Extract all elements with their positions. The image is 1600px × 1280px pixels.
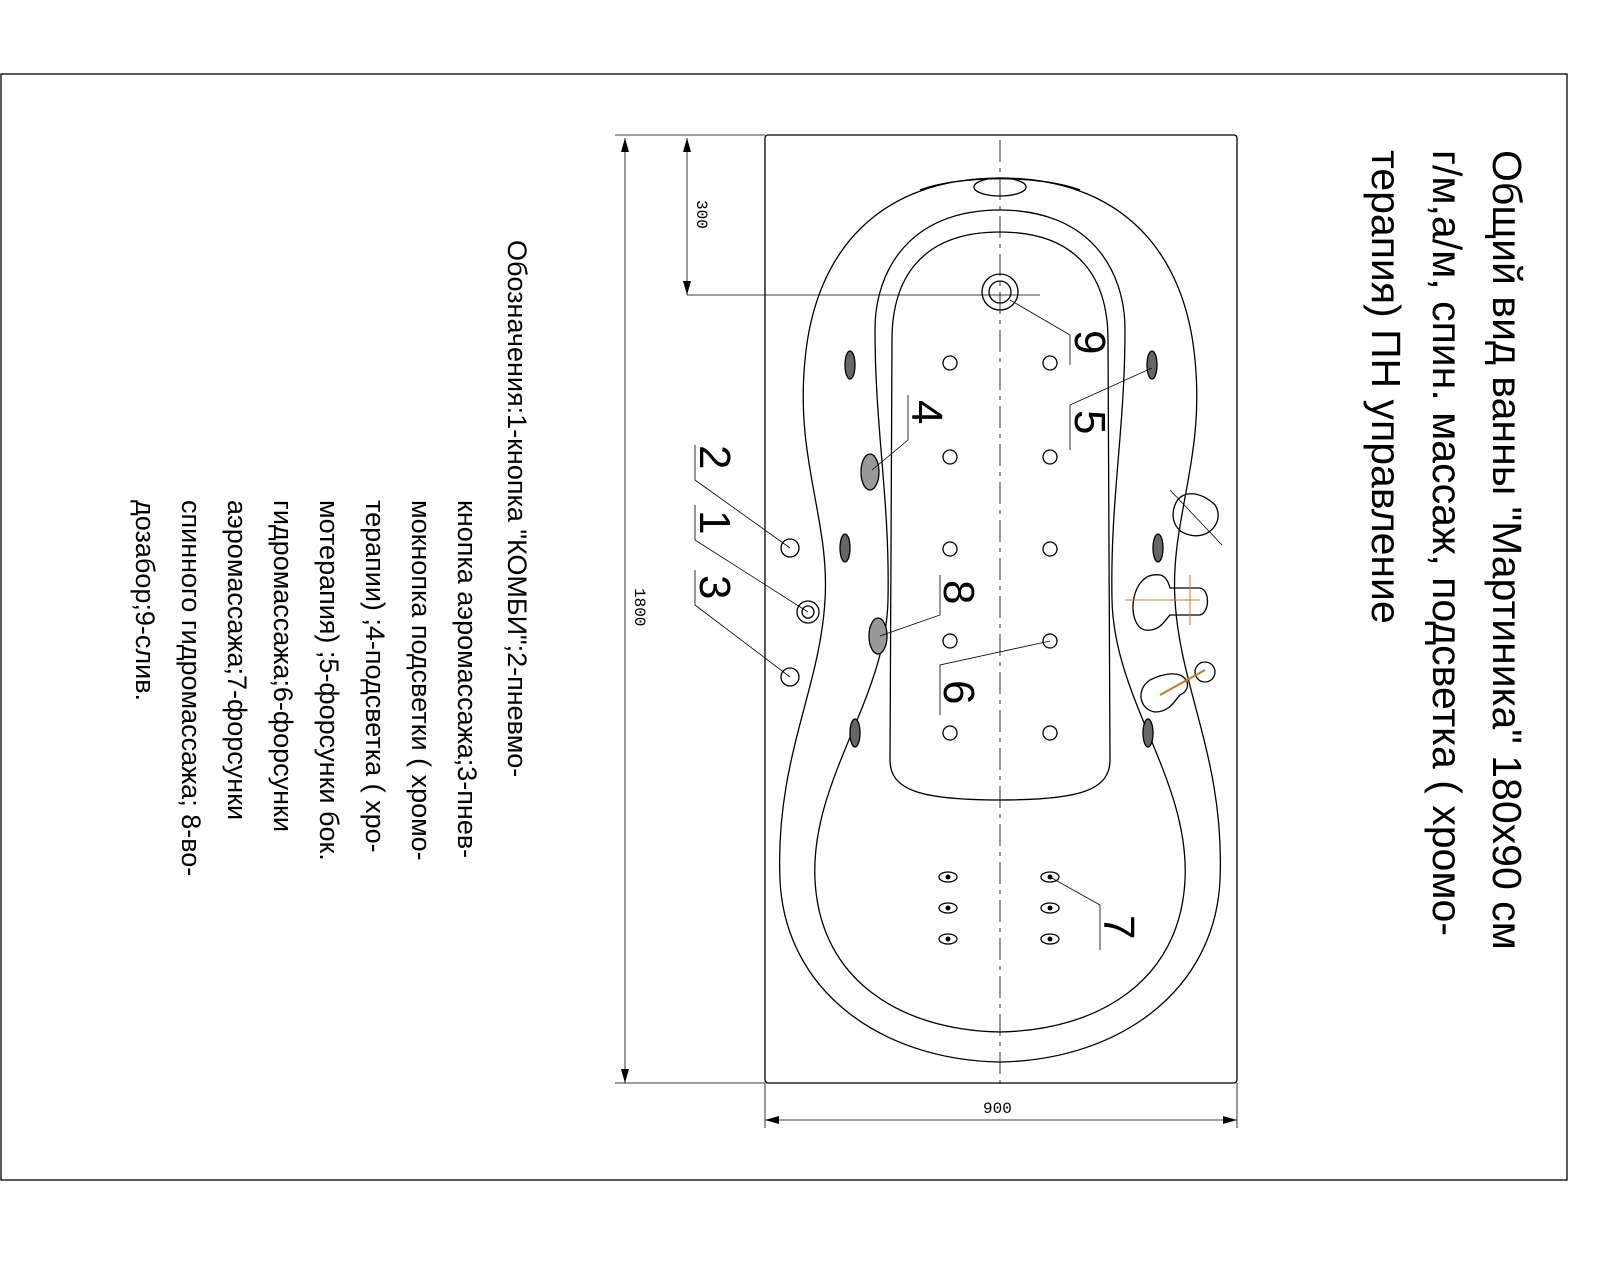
back-jet-icon: [938, 933, 958, 945]
dimension-1800: 1800: [615, 134, 765, 1084]
back-jet-icon: [938, 871, 958, 883]
legend-line: мокнопка подсветки ( хромо-: [406, 500, 436, 861]
light-button-icon: [780, 667, 800, 687]
side-jet-icon: [1146, 350, 1158, 380]
side-jet-icon: [849, 718, 861, 748]
back-jet-icon: [1040, 933, 1060, 945]
aeromassage-jet-icon: [942, 725, 958, 741]
callout-7: 7: [1094, 915, 1143, 939]
dimension-300: 300: [683, 138, 1040, 296]
dimension-900: 900: [764, 1083, 1238, 1128]
dimension-drain-offset-label: 300: [692, 200, 710, 229]
shower-holder-icon: [1140, 673, 1189, 713]
callout-9: 9: [1065, 330, 1114, 354]
callout-8: 8: [934, 580, 983, 604]
combi-button-icon: [796, 600, 820, 624]
title-line-1: Общий вид ванны "Мартиника" 180x90 см: [1484, 150, 1530, 950]
aeromassage-jet-icon: [1042, 725, 1058, 741]
legend-line: дозабор;9-слив.: [130, 500, 160, 701]
headrest-arc: [919, 178, 1081, 191]
callout-6: 6: [934, 680, 983, 704]
title-line-3: терапия) ПН управление: [1363, 150, 1409, 624]
legend-line: гидромассажа;6-форсунки: [268, 500, 298, 832]
legend-line: спинного гидромассажа; 8-во-: [176, 500, 206, 876]
callout-1: 1: [690, 510, 739, 534]
back-jet-nozzle-icon: [945, 905, 951, 911]
side-hydromassage-jets: [839, 350, 1164, 748]
back-jet-icon: [1040, 902, 1060, 914]
callout-3: 3: [690, 575, 739, 599]
water-intake-icon: [868, 617, 888, 655]
callout-4: 4: [902, 400, 951, 424]
title-line-2: г/м,а/м, спин. массаж, подсветка ( хромо…: [1424, 150, 1470, 936]
legend-line: аэромассажа;7-форсунки: [222, 500, 252, 820]
back-jet-nozzle-icon: [1047, 936, 1053, 942]
drain-icon: [981, 273, 1019, 311]
back-jet-nozzle-icon: [1047, 905, 1053, 911]
callouts: 9 5 4 8 6 7 2 1 3: [690, 299, 1153, 950]
aeromassage-jet-icon: [1042, 633, 1058, 649]
back-jet-nozzle-icon: [945, 874, 951, 880]
side-jet-icon: [1152, 533, 1164, 563]
callout-5: 5: [1065, 410, 1114, 434]
sheet-frame: [0, 73, 1568, 1181]
back-jet-icon: [938, 902, 958, 914]
faucet-handle-icon: [1172, 493, 1219, 537]
back-jet-nozzle-icon: [945, 936, 951, 942]
aeromassage-jet-icon: [942, 633, 958, 649]
dimension-length-label: 1800: [630, 588, 648, 626]
aeromassage-jet-icon: [1042, 355, 1058, 371]
legend: Обозначения:1-кнопка "КОМБИ";2-пневмо- к…: [130, 240, 532, 876]
bathtub-outer-rim: [764, 134, 1238, 1084]
side-jet-icon: [839, 533, 851, 563]
aeromassage-jet-icon: [942, 355, 958, 371]
overflow-icon: [973, 177, 1027, 197]
aeromassage-jet-icon: [1042, 541, 1058, 557]
light-icon: [860, 453, 880, 491]
spout-icon: [1132, 574, 1209, 631]
aeromassage-jet-icon: [942, 449, 958, 465]
side-jet-icon: [844, 350, 856, 380]
aeromassage-button-icon: [780, 538, 800, 558]
legend-line: Обозначения:1-кнопка "КОМБИ";2-пневмо-: [502, 240, 532, 777]
faucet-group: [1125, 489, 1223, 713]
back-jet-icon: [1040, 871, 1060, 883]
dimension-width-label: 900: [983, 1100, 1012, 1118]
aeromassage-jets: [938, 355, 1060, 945]
aeromassage-jet-icon: [1042, 449, 1058, 465]
legend-line: кнопка аэромассажа;3-пнев-: [452, 500, 482, 858]
legend-line: терапии) ;4-подсветка ( хро-: [360, 500, 390, 853]
legend-line: мотерапия) ;5-форсунки бок.: [314, 500, 344, 861]
bathtub: [764, 134, 1238, 1090]
aeromassage-jet-icon: [942, 541, 958, 557]
callout-2: 2: [690, 445, 739, 469]
side-jet-icon: [1142, 718, 1154, 748]
